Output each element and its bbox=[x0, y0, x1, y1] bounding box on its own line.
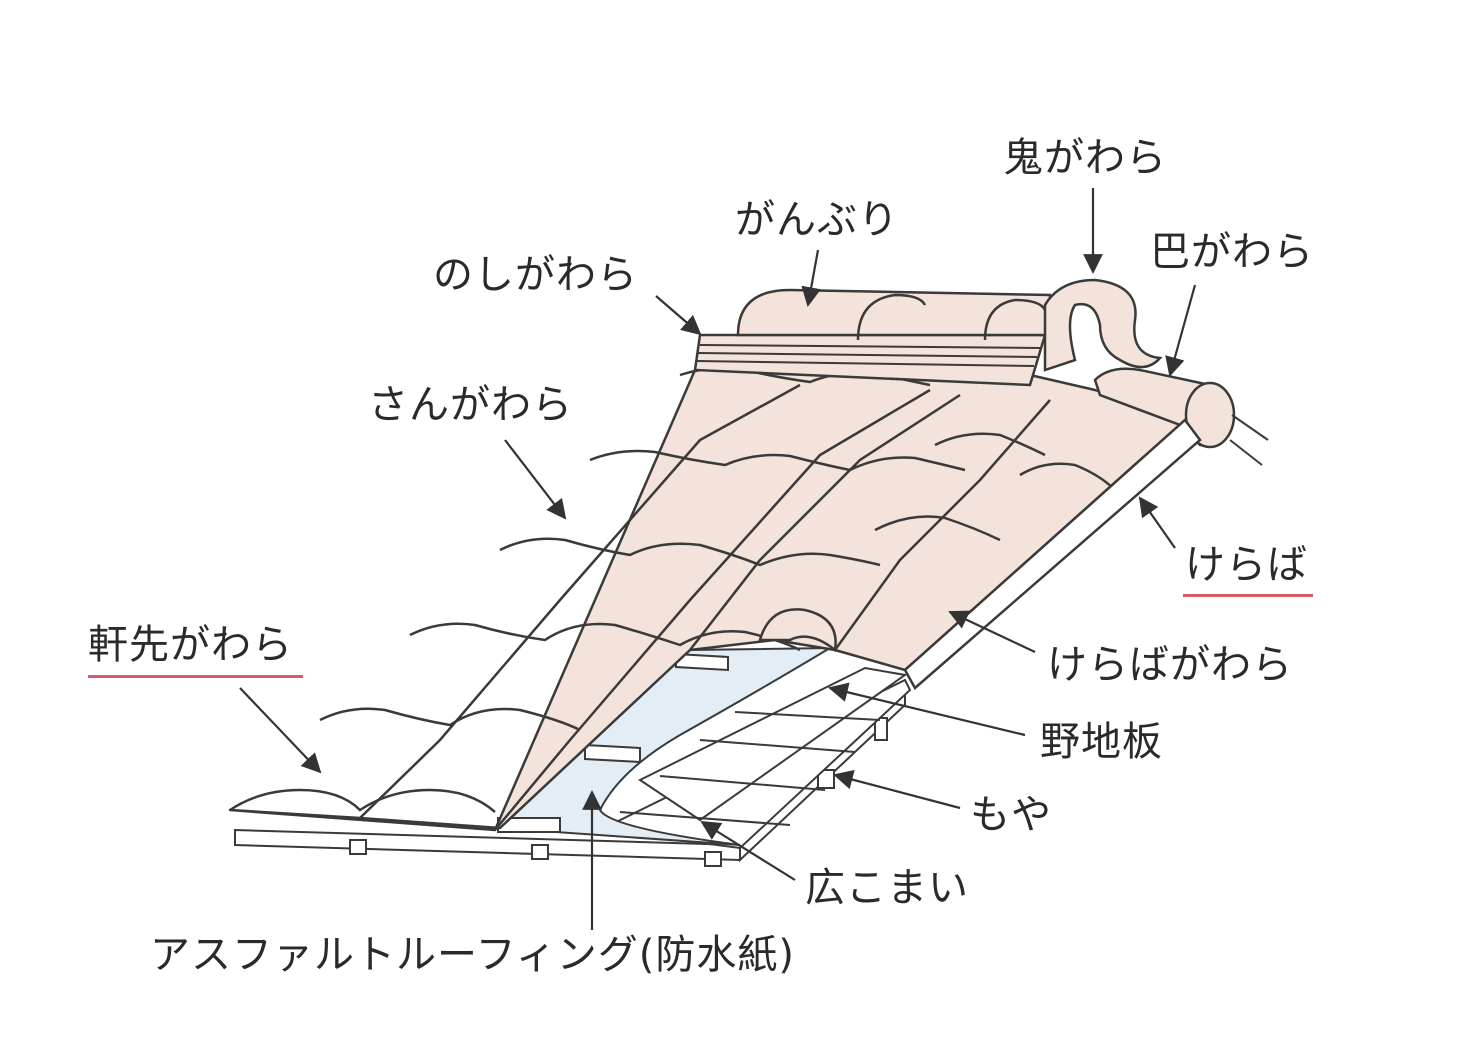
label-nokisakigawara: 軒先がわら bbox=[88, 622, 293, 668]
label-ganburi: がんぶり bbox=[735, 197, 899, 243]
label-asphalt: アスファルトルーフィング(防水紙) bbox=[150, 932, 796, 978]
arrow-moya bbox=[833, 769, 961, 810]
label-noshigawara: のしがわら bbox=[433, 252, 638, 298]
label-sangawara: さんがわら bbox=[368, 382, 573, 428]
label-kerabagawara: けらばがわら bbox=[1047, 642, 1293, 688]
label-tomoegawara: 巴がわら bbox=[1150, 229, 1314, 275]
label-moya: もや bbox=[970, 792, 1052, 838]
hirokomai-battens bbox=[619, 711, 881, 826]
arrow-nojiita bbox=[828, 682, 1026, 737]
arrow-sangawara bbox=[504, 439, 567, 520]
nokisakigawara-underline bbox=[88, 675, 303, 678]
label-nojiita: 野地板 bbox=[1040, 719, 1163, 765]
keraba-board bbox=[903, 418, 1202, 690]
arrow-hirokomai bbox=[700, 820, 796, 881]
arrow-tomoegawara bbox=[1165, 284, 1197, 377]
arrow-kerabagawara bbox=[948, 610, 1036, 653]
label-onigawara: 鬼がわら bbox=[1003, 135, 1167, 181]
arrow-nokisakigawara bbox=[239, 687, 322, 774]
label-hirokomai: 広こまい bbox=[805, 865, 969, 911]
felt-battens bbox=[497, 652, 729, 833]
arrow-keraba bbox=[1138, 496, 1176, 549]
keraba-underline bbox=[1183, 594, 1313, 597]
label-keraba: けらば bbox=[1185, 542, 1308, 588]
leader-arrows bbox=[239, 188, 1197, 930]
arrow-noshigawara bbox=[655, 295, 702, 336]
nojiita-board bbox=[596, 666, 912, 850]
arrow-ganburi bbox=[801, 249, 821, 307]
